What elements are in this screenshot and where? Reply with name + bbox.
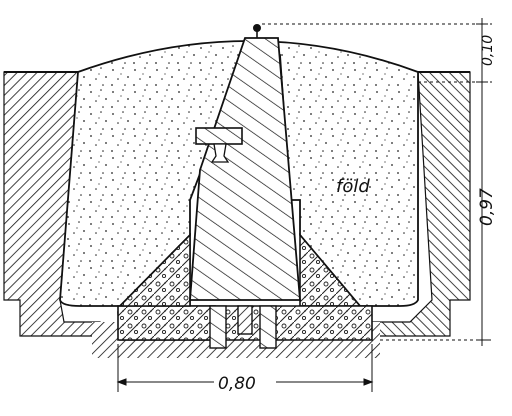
concrete-foundation <box>117 232 373 341</box>
anchor-block-left <box>209 305 227 349</box>
crossbar <box>195 127 243 145</box>
ground-right <box>371 71 471 337</box>
dimension-top-label: 0,10 <box>480 35 496 66</box>
anchor-block-mid <box>237 305 253 335</box>
concrete-left-wing <box>118 233 191 307</box>
soil-label: föld <box>336 176 370 197</box>
dimension-right-label: 0,97 <box>477 188 497 226</box>
tapered-post <box>189 37 301 301</box>
top-marker <box>253 24 261 38</box>
anchor-bolt <box>210 143 230 163</box>
soil-backfill <box>59 40 419 307</box>
dimension-bottom-label: 0,80 <box>218 374 256 394</box>
anchor-block-right <box>259 305 277 349</box>
dimension-right <box>262 18 492 346</box>
